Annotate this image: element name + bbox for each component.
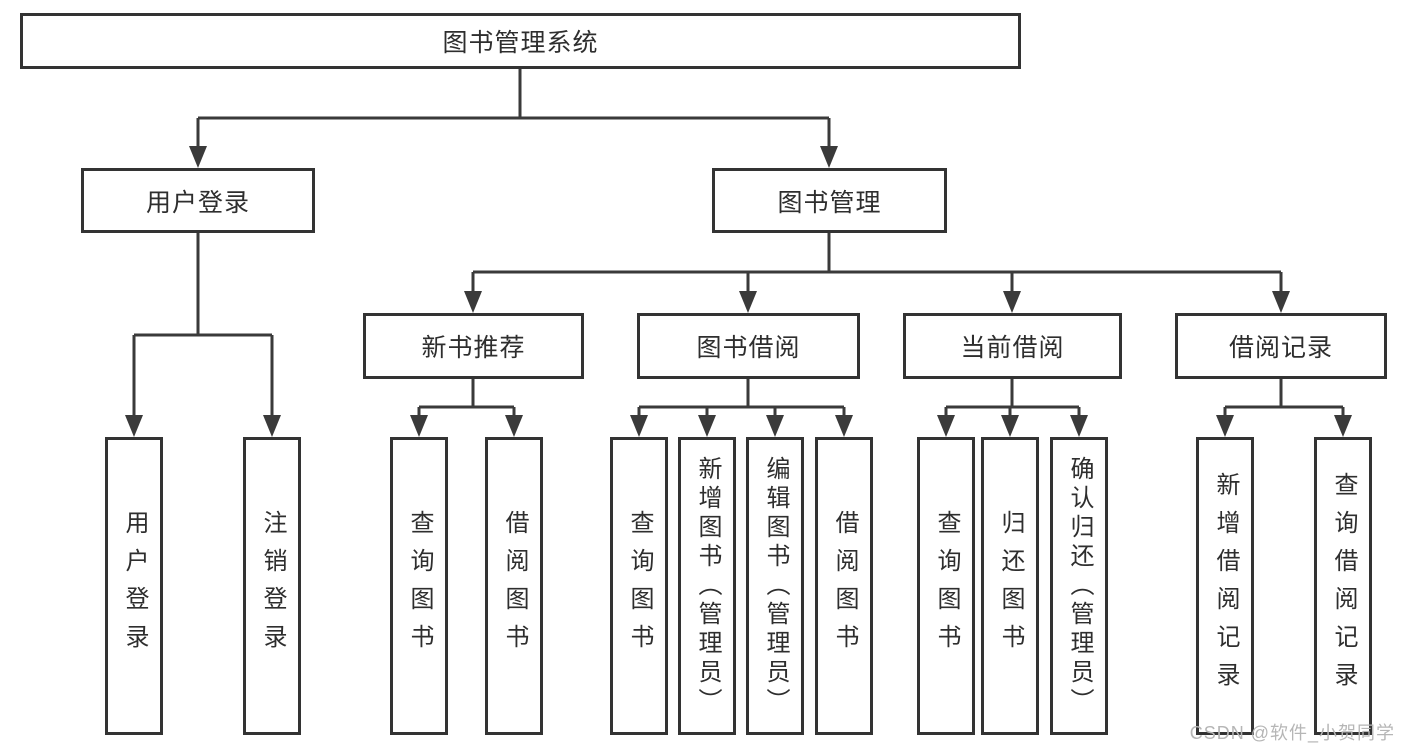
leaf-label: 查询图书	[626, 510, 653, 662]
leaf-label: 编辑图书（管理员）	[762, 455, 789, 717]
node-book-borrowing: 图书借阅	[637, 313, 860, 379]
node-user-login: 用户登录	[81, 168, 315, 233]
leaf-label: 确认归还（管理员）	[1066, 455, 1093, 717]
node-label: 图书管理	[777, 188, 882, 217]
leaf-label: 注销登录	[259, 510, 286, 662]
node-borrowing-records: 借阅记录	[1175, 313, 1387, 379]
csdn-watermark: CSDN @软件_小贺同学	[1189, 723, 1395, 743]
leaf-label: 查询图书	[933, 510, 960, 662]
leaf-label: 用户登录	[121, 510, 148, 662]
node-new-book-recommend: 新书推荐	[363, 313, 584, 379]
leaf-add-borrow-record: 新增借阅记录	[1196, 437, 1254, 735]
node-label: 借阅记录	[1228, 334, 1333, 362]
node-label: 用户登录	[145, 188, 250, 217]
leaf-confirm-return-admin: 确认归还（管理员）	[1050, 437, 1108, 735]
leaf-label: 借阅图书	[501, 510, 528, 662]
node-label: 新书推荐	[421, 334, 526, 362]
node-label: 图书管理系统	[442, 29, 599, 57]
leaf-logout: 注销登录	[243, 437, 301, 735]
node-book-management: 图书管理	[712, 168, 947, 233]
leaf-query-books-current: 查询图书	[917, 437, 975, 735]
leaf-query-books-borrowing: 查询图书	[610, 437, 668, 735]
leaf-label: 查询借阅记录	[1330, 472, 1357, 700]
leaf-label: 借阅图书	[831, 510, 858, 662]
leaf-query-borrow-record: 查询借阅记录	[1314, 437, 1372, 735]
node-book-management-system: 图书管理系统	[20, 13, 1021, 69]
leaf-add-books-admin: 新增图书（管理员）	[678, 437, 736, 735]
node-label: 图书借阅	[696, 334, 801, 362]
leaf-user-login: 用户登录	[105, 437, 163, 735]
node-current-borrowing: 当前借阅	[903, 313, 1122, 379]
leaf-label: 查询图书	[406, 510, 433, 662]
leaf-label: 归还图书	[997, 510, 1024, 662]
leaf-edit-books-admin: 编辑图书（管理员）	[746, 437, 804, 735]
leaf-borrow-books-newbook: 借阅图书	[485, 437, 543, 735]
leaf-query-books-newbook: 查询图书	[390, 437, 448, 735]
leaf-return-books: 归还图书	[981, 437, 1039, 735]
leaf-borrow-books-borrowing: 借阅图书	[815, 437, 873, 735]
node-label: 当前借阅	[960, 334, 1065, 362]
leaf-label: 新增图书（管理员）	[694, 455, 721, 717]
leaf-label: 新增借阅记录	[1212, 472, 1239, 700]
